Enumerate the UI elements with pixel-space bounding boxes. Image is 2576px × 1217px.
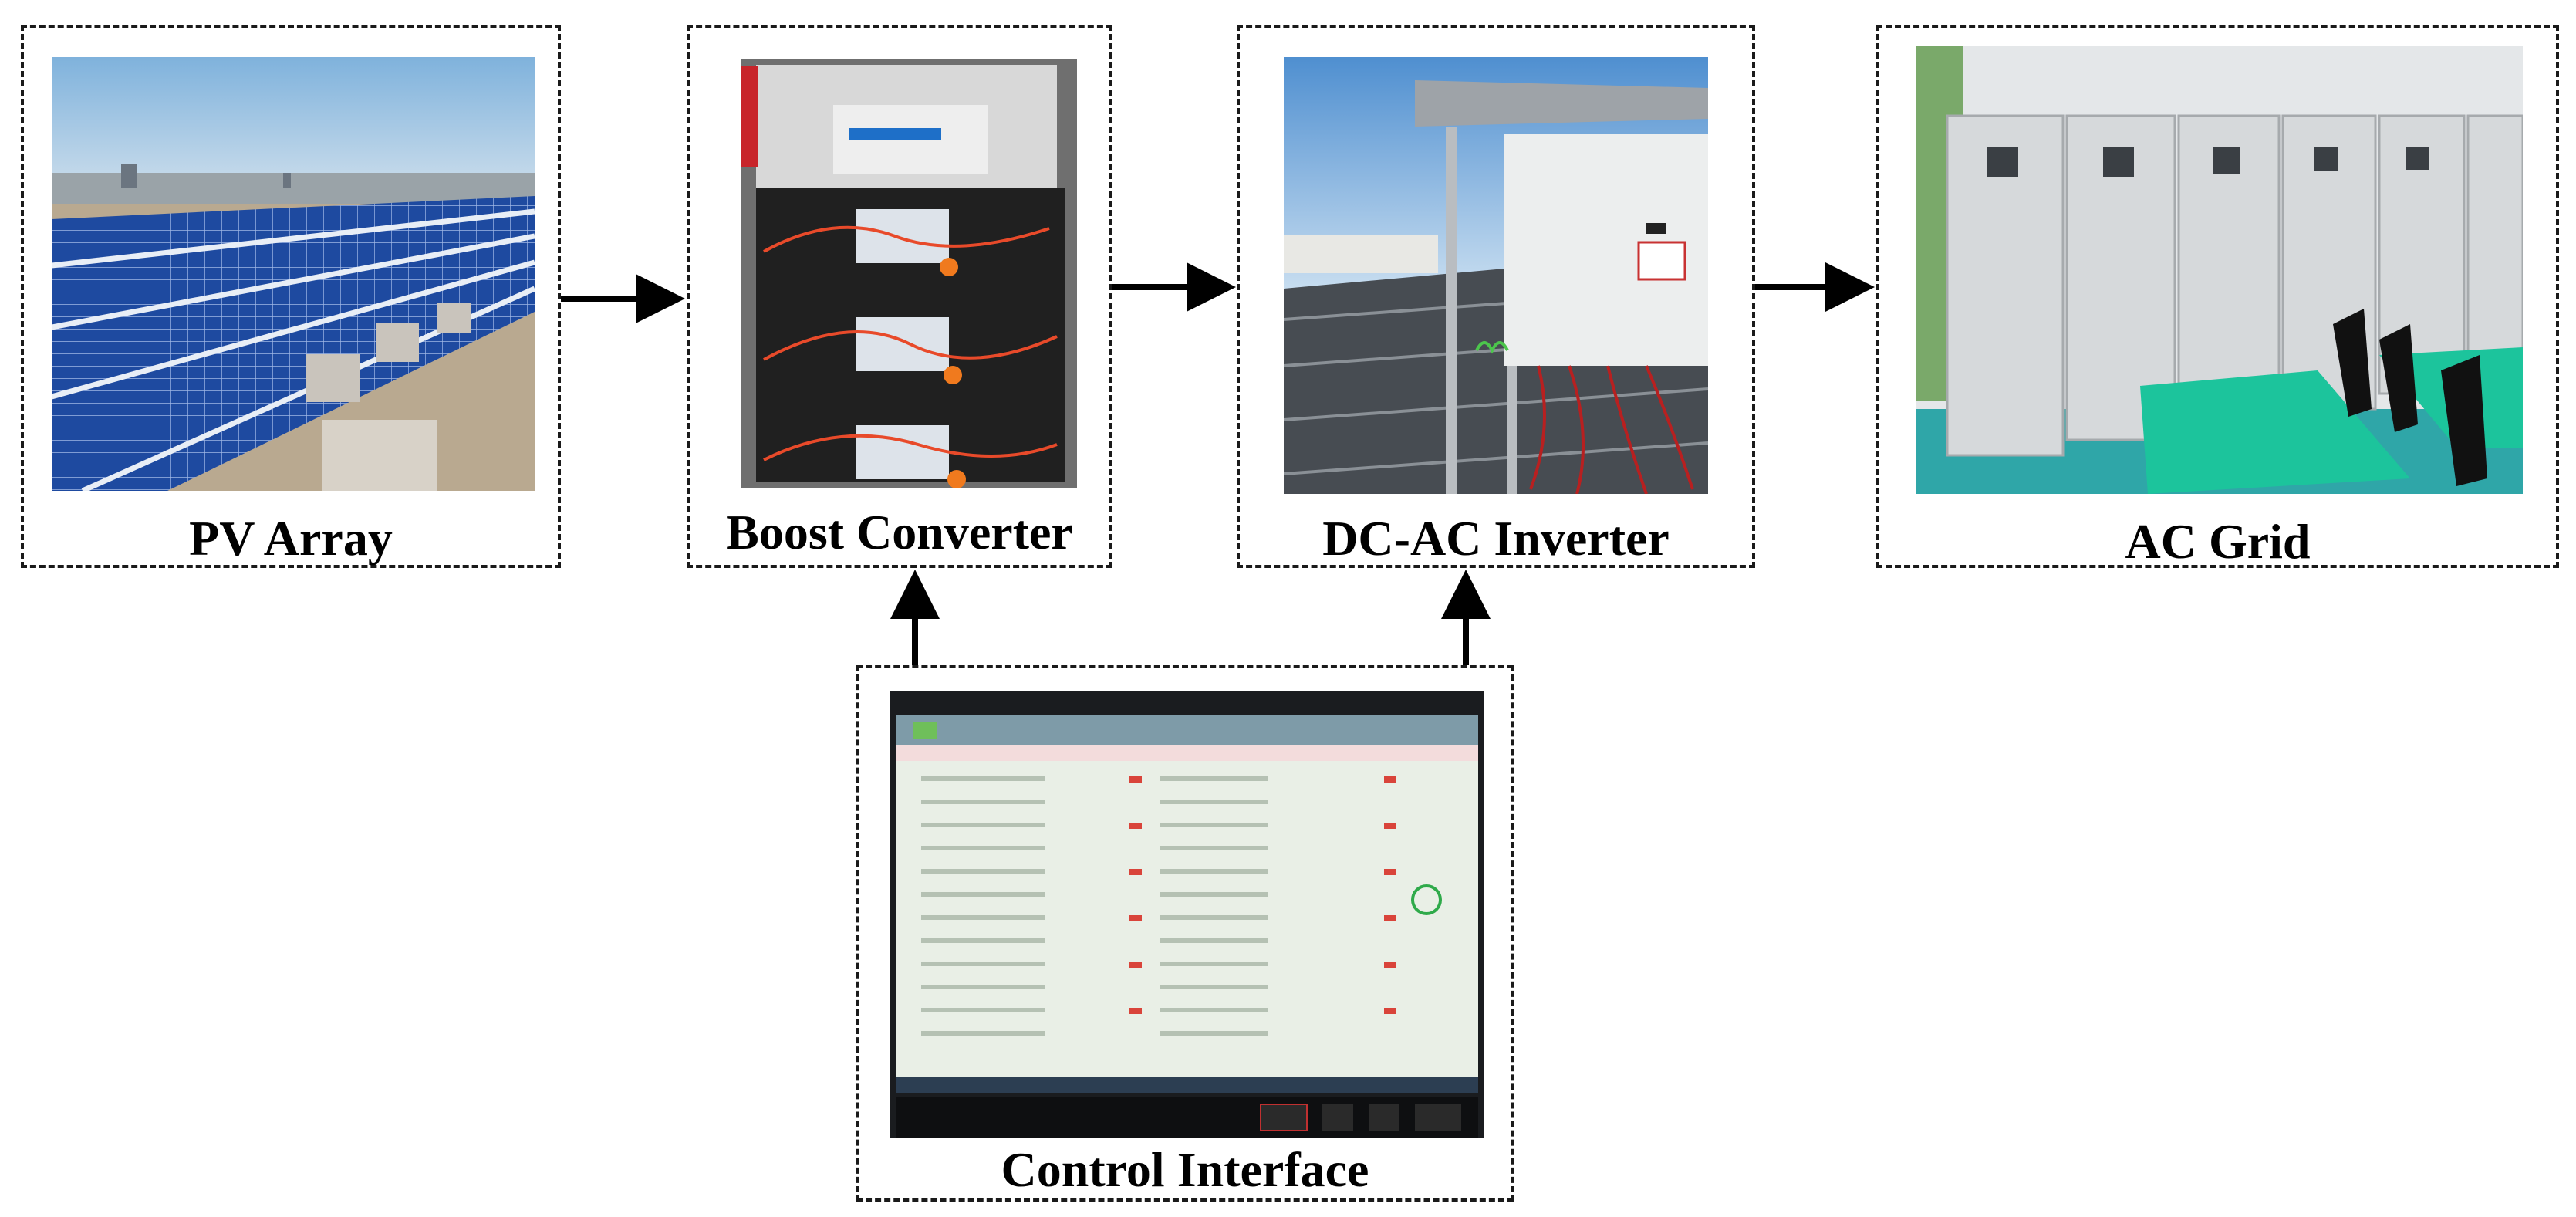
control-interface-label: Control Interface <box>1001 1142 1369 1197</box>
ac-grid-block: AC Grid <box>1876 25 2559 568</box>
boost-converter-photo <box>741 59 1077 488</box>
control-interface-block: Control Interface <box>856 665 1514 1202</box>
pv-array-label: PV Array <box>189 511 393 566</box>
dcac-inverter-photo <box>1284 57 1708 494</box>
pv-array-photo <box>52 57 535 491</box>
dcac-inverter-label: DC-AC Inverter <box>1322 511 1670 566</box>
boost-converter-block: Boost Converter <box>687 25 1112 568</box>
boost-converter-label: Boost Converter <box>726 505 1073 559</box>
ac-grid-photo <box>1916 46 2523 494</box>
dcac-inverter-block: DC-AC Inverter <box>1237 25 1755 568</box>
pv-array-block: PV Array <box>21 25 561 568</box>
control-interface-photo <box>890 691 1484 1138</box>
ac-grid-label: AC Grid <box>2125 514 2311 569</box>
